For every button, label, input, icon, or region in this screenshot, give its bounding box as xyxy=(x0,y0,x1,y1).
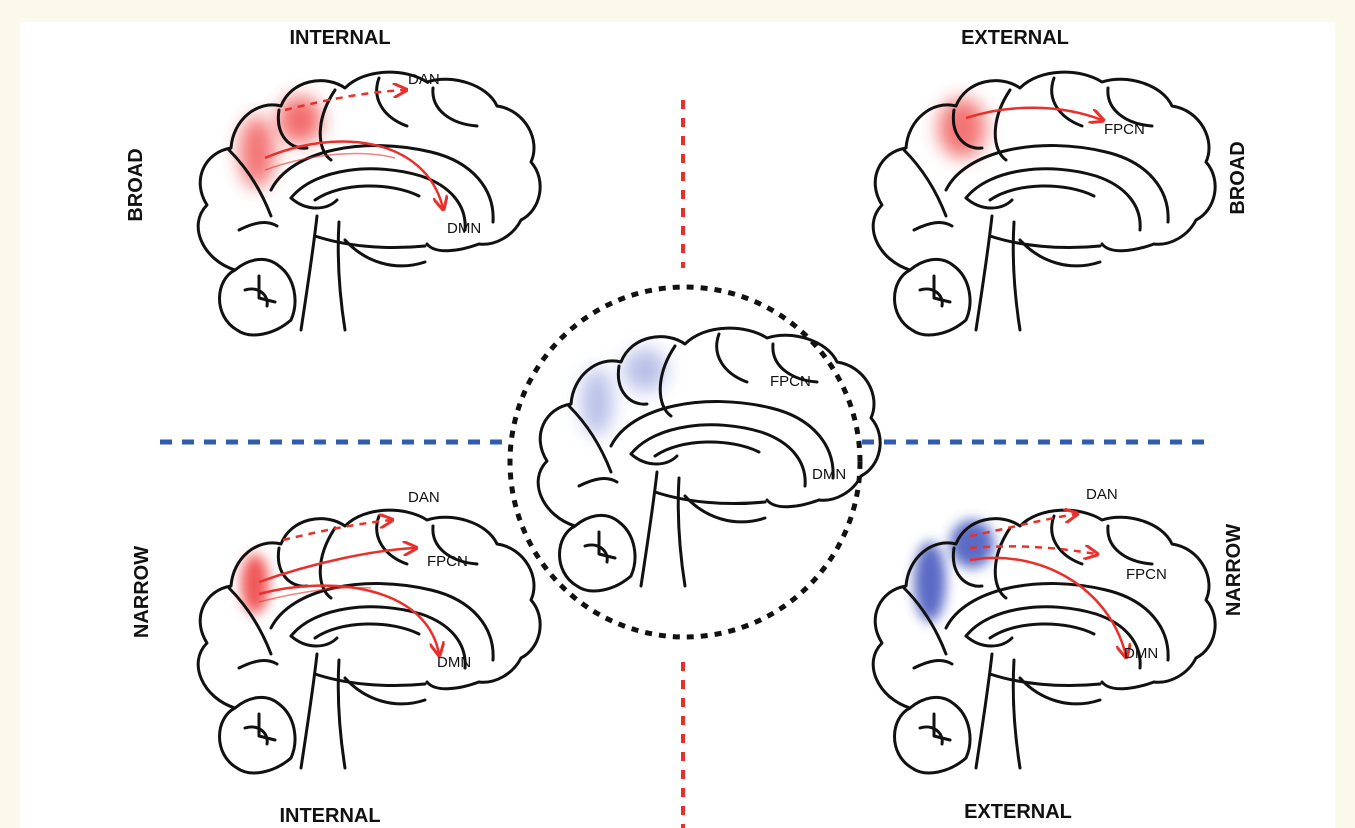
label-narrow-left: NARROW xyxy=(131,546,153,638)
net-label-dan: DAN xyxy=(408,71,440,88)
net-label-dmn: DMN xyxy=(437,654,471,671)
net-label-dan: DAN xyxy=(408,489,440,506)
label-broad-left: BROAD xyxy=(125,148,147,221)
brain-external-broad xyxy=(873,72,1215,335)
net-label-dmn: DMN xyxy=(812,466,846,483)
brain-internal-narrow xyxy=(198,510,540,773)
net-label-fpcn: FPCN xyxy=(1126,566,1167,583)
net-label-fpcn: FPCN xyxy=(427,553,468,570)
net-label-dan: DAN xyxy=(1086,486,1118,503)
dashed-arrow-dan xyxy=(970,514,1076,536)
net-label-fpcn: FPCN xyxy=(1104,121,1145,138)
label-internal-top: INTERNAL xyxy=(289,27,390,49)
net-label-dmn: DMN xyxy=(447,220,481,237)
brain-external-narrow xyxy=(873,510,1215,773)
label-narrow-right: NARROW xyxy=(1223,524,1245,616)
net-label-dmn: DMN xyxy=(1124,645,1158,662)
solid-arrow-fpcn xyxy=(966,108,1102,120)
brain-internal-broad xyxy=(198,72,540,335)
solid-arrow-fpcn xyxy=(259,548,415,582)
brain-center xyxy=(538,328,880,591)
label-broad-right: BROAD xyxy=(1227,141,1249,214)
label-external-top: EXTERNAL xyxy=(961,27,1069,49)
net-label-fpcn: FPCN xyxy=(770,373,811,390)
label-external-bottom: EXTERNAL xyxy=(964,801,1072,823)
label-internal-bottom: INTERNAL xyxy=(279,805,380,827)
red-activation-region xyxy=(239,116,275,188)
